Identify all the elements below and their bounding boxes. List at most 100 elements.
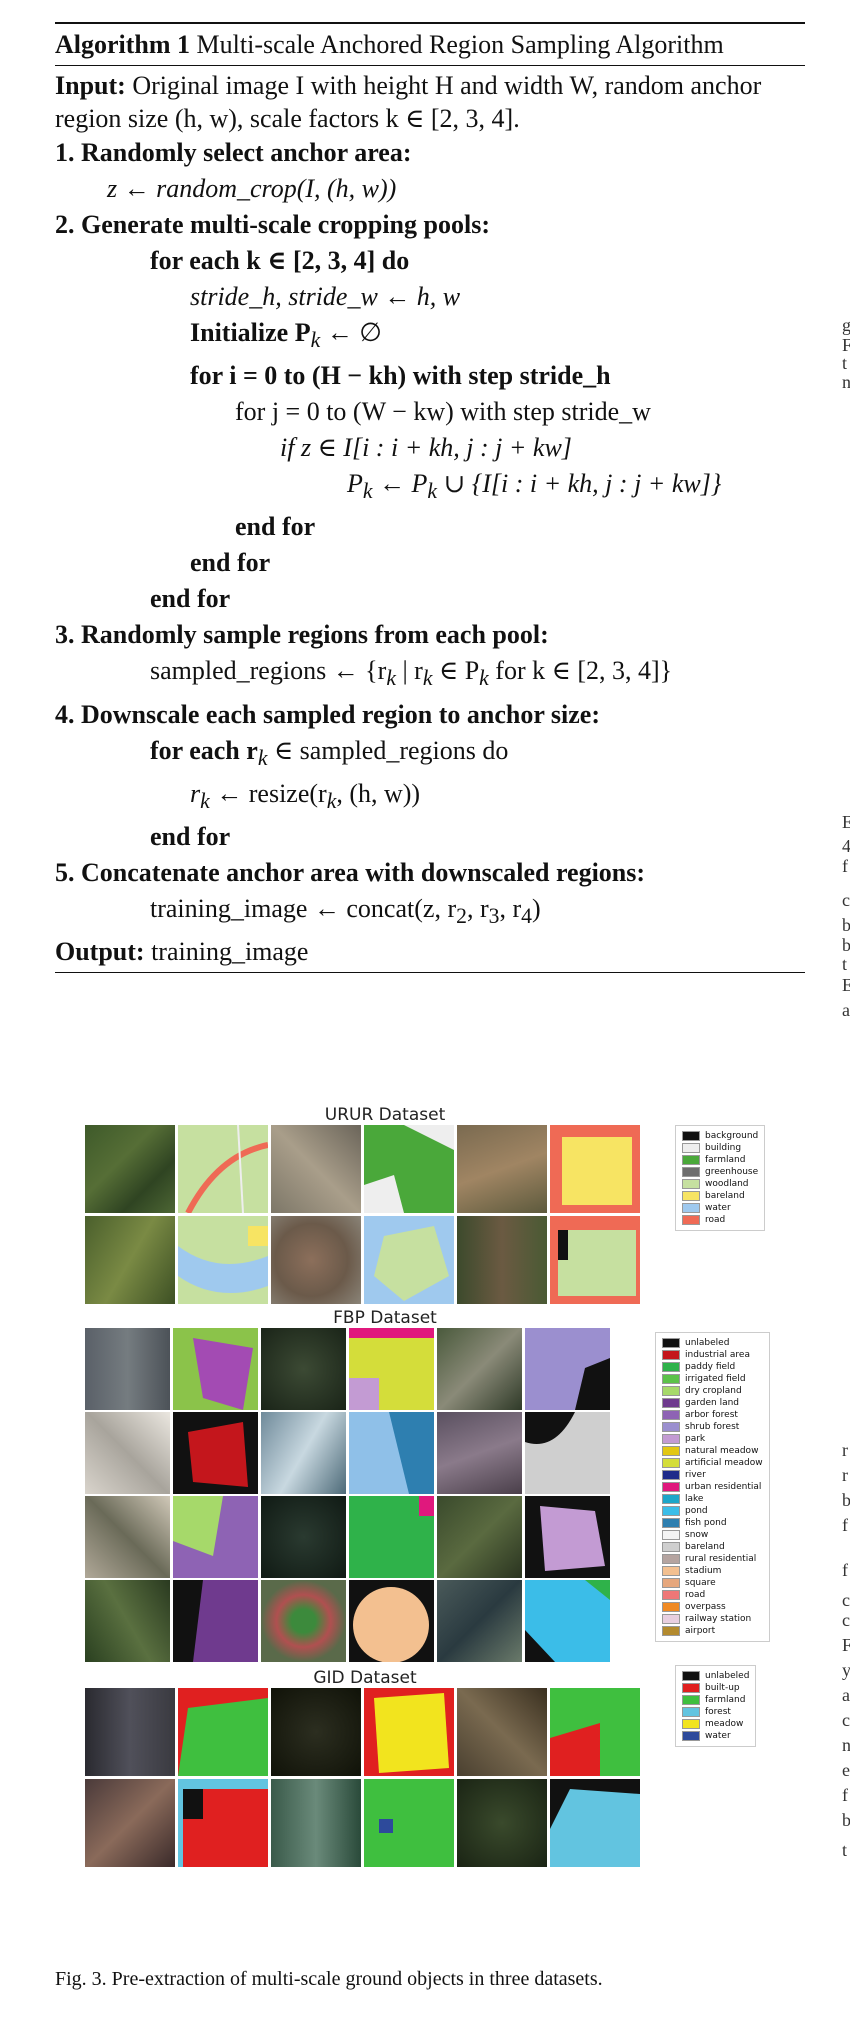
right-column-fragment: e [842,1760,850,1780]
fbp-label-3a [173,1496,258,1578]
title-rule [55,65,805,66]
legend-swatch [682,1731,700,1741]
output-label: Output: [55,937,145,967]
right-column-fragment: c [842,1610,850,1630]
resize-rest: ← resize(r [209,778,327,808]
legend-item: natural meadow [662,1445,763,1457]
legend-label: woodland [705,1179,749,1189]
fbp-shape-2a [188,1422,248,1487]
concat-c: , r [499,893,522,923]
legend-swatch [682,1215,700,1225]
fbp-label-1b [349,1328,434,1410]
urur-title: URUR Dataset [324,1105,446,1125]
right-column-fragment: b [842,915,850,935]
legend-label: industrial area [685,1350,750,1360]
right-column-fragment: t [842,1840,848,1860]
right-column-fragment: f [842,1560,848,1580]
legend-item: meadow [682,1718,749,1730]
urur-label-2b [364,1216,454,1304]
right-column-fragment: a [842,1000,850,1020]
legend-label: artificial meadow [685,1458,763,1468]
resize-sub-2: k [326,788,337,813]
legend-item: built-up [682,1682,749,1694]
end-for-middle: end for [190,548,271,578]
urur-road-shape [185,1125,268,1213]
fbp-image-3c [437,1496,522,1578]
step-3-heading: 3. Randomly sample regions from each poo… [55,620,549,650]
right-column-fragment: f [842,1515,848,1535]
legend-swatch [682,1695,700,1705]
legend-swatch [662,1350,680,1360]
fbp-title: FBP Dataset [333,1308,437,1328]
figure-caption: Fig. 3. Pre-extraction of multi-scale gr… [55,1968,603,1990]
concat-d: ) [531,893,541,923]
legend-label: background [705,1131,759,1141]
end-for-outer: end for [150,584,231,614]
fbp-image-3b [261,1496,346,1578]
legend-swatch [662,1386,680,1396]
fbp-image-1b [261,1328,346,1410]
for-each-r-line: for each rk ∈ sampled_regions do [55,733,805,776]
legend-label: stadium [685,1566,722,1576]
legend-swatch [662,1626,680,1636]
fbp-image-4b [261,1580,346,1662]
algorithm-title: Algorithm 1 Multi-scale Anchored Region … [55,24,805,65]
legend-item: urban residential [662,1481,763,1493]
legend-item: square [662,1577,763,1589]
fbp-image-4c [437,1580,522,1662]
legend-item: building [682,1142,758,1154]
right-column-fragment: E [842,975,850,995]
legend-swatch [682,1179,700,1189]
legend-label: greenhouse [705,1167,759,1177]
legend-swatch [662,1554,680,1564]
right-column-fragment: r [842,1440,848,1460]
legend-swatch [682,1131,700,1141]
right-column-fragment: g [842,315,850,335]
legend-item: fish pond [662,1517,763,1529]
legend-item: airport [662,1625,763,1637]
concat-line: training_image ← concat(z, r2, r3, r4) [55,891,805,934]
legend-swatch [662,1590,680,1600]
legend-swatch [662,1506,680,1516]
right-column-fragment: c [842,890,850,910]
urur-label-1b [364,1125,454,1213]
legend-item: road [662,1589,763,1601]
urur-image-2b [271,1216,361,1304]
legend-item: farmland [682,1154,758,1166]
for-j-text: for j = 0 to (W − kw) with step stride_w [235,397,651,427]
right-column-fragment: t [842,954,848,974]
s3-d: for k ∈ [2, 3, 4]} [488,656,673,686]
legend-label: paddy field [685,1362,736,1372]
right-column-fragment: c [842,1590,850,1610]
legend-item: forest [682,1706,749,1718]
legend-swatch [682,1671,700,1681]
legend-label: park [685,1434,706,1444]
legend-swatch [662,1614,680,1624]
legend-item: rural residential [662,1553,763,1565]
gid-image-1b [271,1688,361,1776]
right-column-fragment: b [842,1810,850,1830]
pool-tail: ∪ {I[i : i + kh, j : j + kw]} [437,469,722,499]
legend-item: shrub forest [662,1421,763,1433]
fbp-shape-3c [540,1506,605,1571]
input-text: Original image I with height H and width… [55,71,762,133]
input-label: Input: [55,71,126,100]
legend-swatch [682,1155,700,1165]
for-each-k-line: for each k ∈ [2, 3, 4] do [150,246,410,275]
resize-sub: k [200,788,210,813]
legend-swatch [662,1518,680,1528]
init-rest: ← ∅ [320,318,382,347]
for-each-r-sub: k [257,745,268,770]
fbp-shape-4a [173,1580,203,1662]
resize-r: r [190,778,201,808]
fbp-label-3c [525,1496,610,1578]
pool-rest: ← P [372,469,428,499]
legend-item: overpass [662,1601,763,1613]
step-2-heading: 2. Generate multi-scale cropping pools: [55,210,490,239]
legend-label: snow [685,1530,709,1540]
s3-sub3: k [479,666,489,691]
gid-shape-1c [550,1723,600,1776]
fbp-shape-1c [575,1358,610,1410]
legend-item: arbor forest [662,1409,763,1421]
